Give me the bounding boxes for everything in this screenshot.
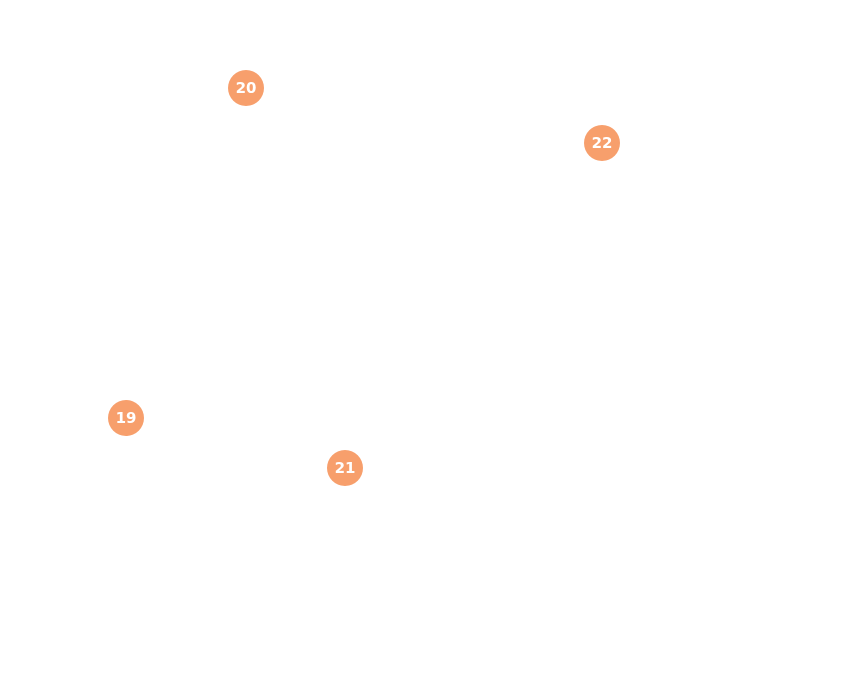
marker-20[interactable]: 20 [228, 70, 264, 106]
marker-21[interactable]: 21 [327, 450, 363, 486]
marker-22[interactable]: 22 [584, 125, 620, 161]
marker-19[interactable]: 19 [108, 400, 144, 436]
